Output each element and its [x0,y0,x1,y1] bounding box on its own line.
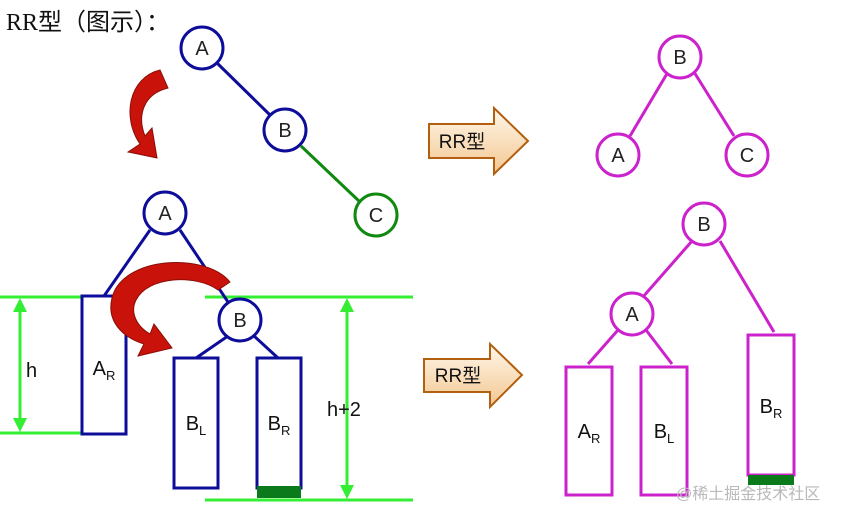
edge-a-ar [102,229,152,297]
subtree-br-label: BR [760,396,783,421]
edge-b-bl [195,334,229,360]
bottom-rr-arrow: RR型 [423,341,524,410]
subtree-bl-label: BL [186,413,207,438]
edge-b-c [299,144,362,204]
subtree-ar-label: AR [93,358,116,383]
node-b: B [217,297,263,343]
bottom-after-tree: AR BL BR B A [564,201,796,497]
node-a-label: A [158,203,172,225]
node-b-label: B [278,120,291,142]
node-c-label: C [369,205,383,227]
edge-b-br [718,240,776,333]
edge-b-c [692,71,736,137]
node-b: B [262,107,308,153]
top-arrow-label: RR型 [439,131,485,153]
node-c-label: C [740,145,754,167]
node-b: B [657,34,703,80]
curved-red-arrow-icon [110,262,231,357]
height-h-label: h [26,360,37,382]
node-a-label: A [195,38,209,60]
node-a: A [142,190,188,236]
edge-a-bl [644,329,674,365]
subtree-ar: AR [564,365,614,497]
edge-a-ar [586,329,620,365]
subtree-bl: BL [639,365,689,497]
node-a-label: A [611,145,625,167]
height-h2-indicator: h+2 [327,298,361,499]
subtree-br: BR [746,333,796,485]
top-after-tree: B A C [595,34,770,178]
diagram-title: RR型（图示）： [6,10,171,36]
edge-b-a [628,71,670,137]
height-h-indicator: h [13,298,37,432]
height-h2-label: h+2 [327,399,361,421]
node-a: A [179,25,225,71]
curved-red-arrow-icon [126,69,169,159]
node-b-label: B [233,310,246,332]
right-block-arrow-icon [428,105,530,177]
bottom-before-tree: h h+2 AR BL [0,190,413,502]
edge-b-a [640,240,694,299]
subtree-bl-label: BL [654,421,675,446]
node-a-label: A [625,304,639,326]
extra-height-bar [257,486,301,498]
bottom-arrow-label: RR型 [435,365,481,387]
node-a: A [609,291,655,337]
subtree-ar-label: AR [578,421,601,446]
edge-a-b [215,61,272,117]
edge-b-br [252,334,280,360]
top-before-tree: A B C [126,25,399,238]
extra-height-bar [748,475,794,485]
node-a: A [595,132,641,178]
node-b-label: B [697,214,710,236]
watermark: @稀土掘金技术社区 [676,486,821,503]
node-c: C [724,132,770,178]
subtree-bl: BL [172,356,220,490]
node-c: C [353,192,399,238]
subtree-br: BR [255,356,303,498]
node-b: B [681,201,727,247]
top-rr-arrow: RR型 [428,105,530,177]
subtree-br-label: BR [268,413,291,438]
right-block-arrow-icon [423,341,524,410]
node-b-label: B [673,47,686,69]
